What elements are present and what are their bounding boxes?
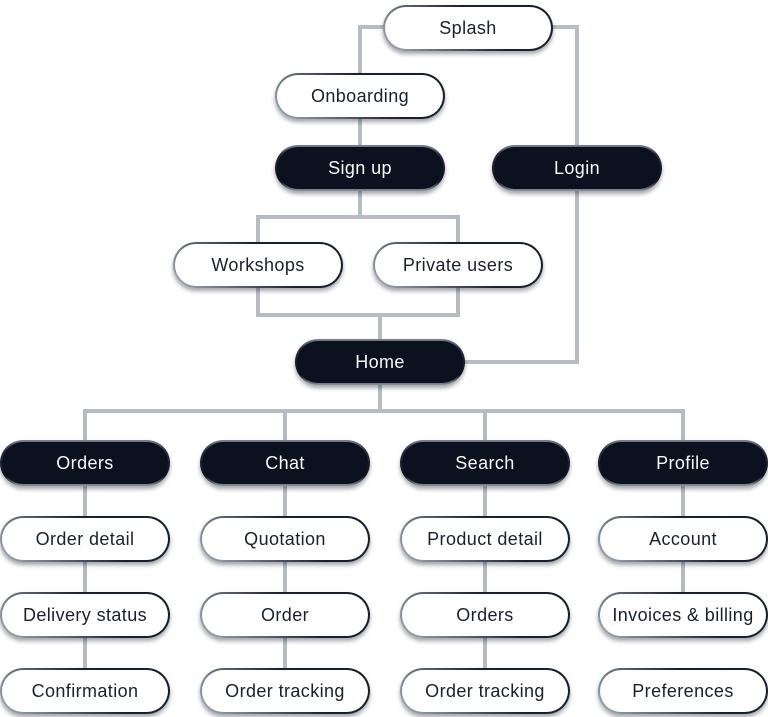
node-splash: Splash xyxy=(383,5,553,51)
connector-line xyxy=(83,484,87,518)
node-product-detail: Product detail xyxy=(400,516,570,562)
connector-line xyxy=(358,25,392,29)
node-search: Search xyxy=(400,440,570,486)
connector-line xyxy=(358,117,362,147)
connector-line xyxy=(456,286,460,317)
connector-line xyxy=(378,313,382,341)
connector-line xyxy=(83,560,87,594)
connector-line xyxy=(256,313,460,317)
connector-line xyxy=(256,215,260,244)
connector-line xyxy=(283,636,287,670)
node-chat: Chat xyxy=(200,440,370,486)
node-account: Account xyxy=(598,516,768,562)
connector-line xyxy=(256,286,260,317)
node-quotation: Quotation xyxy=(200,516,370,562)
connector-line xyxy=(483,484,487,518)
connector-line xyxy=(83,409,87,442)
node-onboarding: Onboarding xyxy=(275,73,445,119)
connector-line xyxy=(681,560,685,594)
connector-line xyxy=(483,560,487,594)
node-order-detail: Order detail xyxy=(0,516,170,562)
node-private-users: Private users xyxy=(373,242,543,288)
connector-line xyxy=(456,215,460,244)
connector-line xyxy=(283,484,287,518)
node-orders-search: Orders xyxy=(400,592,570,638)
connector-line xyxy=(483,636,487,670)
node-home: Home xyxy=(295,339,465,385)
connector-line xyxy=(358,25,362,75)
connector-line xyxy=(575,189,579,364)
connector-line xyxy=(283,560,287,594)
connector-line xyxy=(83,636,87,670)
node-workshops: Workshops xyxy=(173,242,343,288)
node-order-tracking-chat: Order tracking xyxy=(200,668,370,714)
node-profile: Profile xyxy=(598,440,768,486)
connector-line xyxy=(358,189,362,219)
connector-line xyxy=(256,215,460,219)
node-orders: Orders xyxy=(0,440,170,486)
connector-line xyxy=(483,409,487,442)
connector-line xyxy=(378,383,382,413)
node-order: Order xyxy=(200,592,370,638)
node-invoices-billing: Invoices & billing xyxy=(598,592,768,638)
node-sign-up: Sign up xyxy=(275,145,445,191)
node-preferences: Preferences xyxy=(598,668,768,714)
connector-line xyxy=(575,25,579,147)
connector-line xyxy=(83,409,685,413)
connector-line xyxy=(283,409,287,442)
node-delivery-status: Delivery status xyxy=(0,592,170,638)
connector-line xyxy=(681,484,685,518)
node-confirmation: Confirmation xyxy=(0,668,170,714)
connector-line xyxy=(460,360,579,364)
connector-line xyxy=(545,25,579,29)
node-login: Login xyxy=(492,145,662,191)
connector-line xyxy=(681,409,685,442)
node-order-tracking-search: Order tracking xyxy=(400,668,570,714)
